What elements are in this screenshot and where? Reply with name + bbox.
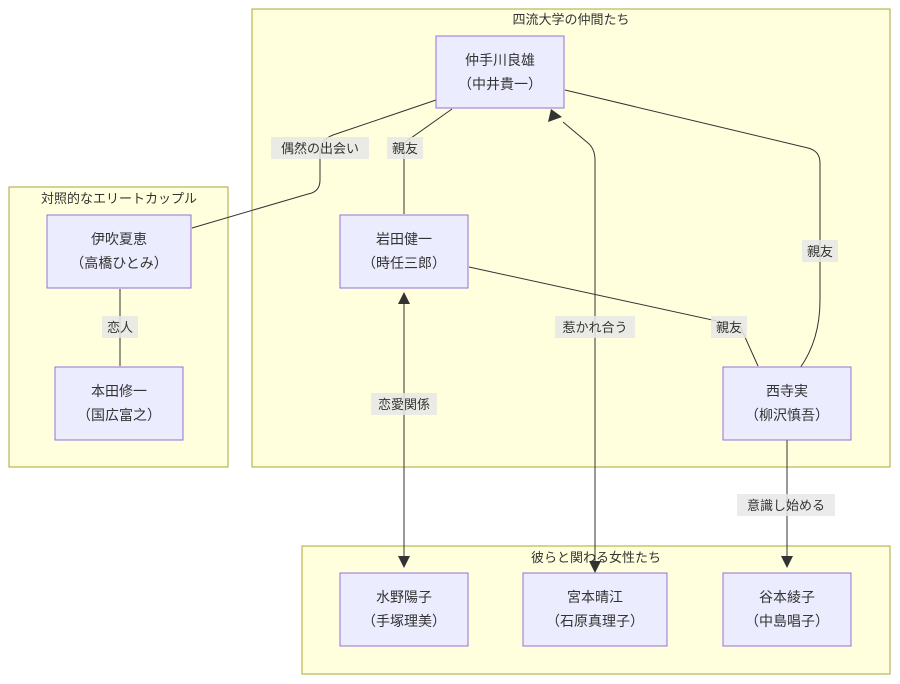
node-tanimoto-name: 谷本綾子 bbox=[759, 590, 815, 606]
cluster-women-label: 彼らと関わる女性たち bbox=[531, 550, 661, 566]
edges bbox=[119, 89, 821, 570]
cluster-university-label: 四流大学の仲間たち bbox=[512, 12, 629, 28]
node-nishidera-actor: （柳沢慎吾） bbox=[745, 407, 829, 424]
node-mizuno-actor: （手塚理美） bbox=[362, 614, 446, 630]
node-miyamoto[interactable]: 宮本晴江 （石原真理子） bbox=[522, 572, 668, 647]
svg-text:意識し始める: 意識し始める bbox=[747, 498, 825, 514]
arrowhead-down-mizuno bbox=[398, 556, 410, 568]
node-nishidera[interactable]: 西寺実 （柳沢慎吾） bbox=[722, 366, 852, 441]
arrowhead-up-iwata bbox=[398, 292, 410, 304]
edge-nakate-miyamoto bbox=[562, 121, 596, 570]
edge-label-nakate-miyamoto: 惹かれ合う bbox=[555, 316, 635, 338]
edge-nakate-nishidera bbox=[564, 89, 821, 369]
edge-labels: 親友 親友 親友 偶然の出会い 恋人 恋愛関係 惹かれ合う 意識し始める bbox=[102, 137, 838, 516]
edge-label-nakate-ibuki: 偶然の出会い bbox=[271, 137, 369, 159]
svg-text:親友: 親友 bbox=[716, 320, 742, 336]
node-honda[interactable]: 本田修一 （国広富之） bbox=[54, 366, 184, 441]
edge-label-nakate-iwata: 親友 bbox=[387, 137, 423, 159]
arrowhead-up-nakate bbox=[548, 109, 562, 122]
node-tanimoto-actor: （中島唱子） bbox=[745, 614, 829, 630]
svg-text:親友: 親友 bbox=[392, 141, 418, 157]
node-nakate-name: 仲手川良雄 bbox=[465, 53, 535, 69]
node-ibuki-actor: （高橋ひとみ） bbox=[70, 255, 168, 272]
node-ibuki[interactable]: 伊吹夏恵 （高橋ひとみ） bbox=[46, 214, 192, 289]
node-nakate[interactable]: 仲手川良雄 （中井貴一） bbox=[435, 35, 565, 109]
edge-label-ibuki-honda: 恋人 bbox=[102, 316, 138, 338]
cluster-couple-label: 対照的なエリートカップル bbox=[41, 191, 197, 207]
node-mizuno-name: 水野陽子 bbox=[376, 590, 432, 606]
node-nishidera-name: 西寺実 bbox=[766, 384, 808, 400]
svg-text:恋人: 恋人 bbox=[107, 320, 133, 336]
svg-text:惹かれ合う: 惹かれ合う bbox=[562, 321, 627, 336]
node-miyamoto-name: 宮本晴江 bbox=[567, 590, 623, 606]
arrowhead-down-tanimoto bbox=[781, 556, 793, 568]
node-honda-name: 本田修一 bbox=[91, 384, 147, 400]
svg-text:偶然の出会い: 偶然の出会い bbox=[281, 141, 359, 157]
edge-label-nishidera-tanimoto: 意識し始める bbox=[737, 494, 835, 516]
node-tanimoto[interactable]: 谷本綾子 （中島唱子） bbox=[722, 572, 852, 647]
arrowhead-down-miyamoto bbox=[589, 561, 601, 573]
node-iwata-actor: （時任三郎） bbox=[362, 256, 446, 272]
node-ibuki-name: 伊吹夏恵 bbox=[91, 232, 147, 248]
edge-label-iwata-nishidera: 親友 bbox=[711, 316, 747, 338]
node-nakate-actor: （中井貴一） bbox=[458, 77, 542, 93]
edge-label-nakate-nishidera: 親友 bbox=[802, 240, 838, 262]
node-iwata-name: 岩田健一 bbox=[376, 232, 432, 248]
svg-text:恋愛関係: 恋愛関係 bbox=[378, 397, 430, 413]
node-iwata[interactable]: 岩田健一 （時任三郎） bbox=[339, 214, 469, 289]
svg-text:親友: 親友 bbox=[807, 244, 833, 260]
node-honda-actor: （国広富之） bbox=[77, 407, 161, 424]
edge-label-iwata-mizuno: 恋愛関係 bbox=[371, 393, 437, 415]
arrowheads bbox=[398, 109, 793, 573]
node-mizuno[interactable]: 水野陽子 （手塚理美） bbox=[339, 572, 469, 647]
node-miyamoto-actor: （石原真理子） bbox=[546, 614, 644, 630]
